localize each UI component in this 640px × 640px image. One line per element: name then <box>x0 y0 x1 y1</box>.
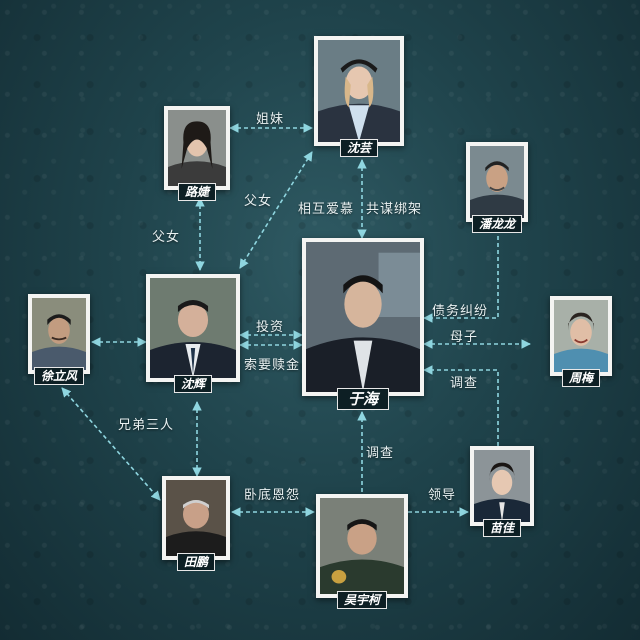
name-tag-yu-hai: 于海 <box>336 388 390 410</box>
card-pan-longlong[interactable]: 潘龙龙 <box>466 142 528 233</box>
label-sisters: 姐妹 <box>256 112 285 127</box>
portrait-lu-jie <box>168 110 226 186</box>
card-lu-jie[interactable]: 路婕 <box>164 106 230 201</box>
name-tag-lu-jie: 路婕 <box>177 183 217 201</box>
line-shenyun-shenhui <box>239 151 313 269</box>
card-tian-peng[interactable]: 田鹏 <box>162 476 230 571</box>
label-ransom: 索要赎金 <box>244 358 301 373</box>
label-debt-dispute: 债务纠纷 <box>432 304 489 319</box>
label-leader: 领导 <box>428 488 457 503</box>
name-tag-miao-jia: 苗佳 <box>482 519 522 537</box>
card-shen-yun[interactable]: 沈芸 <box>314 36 404 157</box>
label-father-daughter-right: 父女 <box>244 194 273 209</box>
label-mother-son: 母子 <box>450 330 479 345</box>
line-xulifeng-tianpeng <box>61 387 161 501</box>
line-panlonglong-yuhai <box>423 222 499 323</box>
name-tag-shen-yun: 沈芸 <box>339 139 379 157</box>
name-tag-shen-hui: 沈辉 <box>173 375 213 393</box>
card-wu-yuke[interactable]: 吴宇柯 <box>316 494 408 609</box>
portrait-shen-yun <box>318 40 400 142</box>
label-investigate-bottom: 调查 <box>366 446 395 461</box>
card-xu-lifeng[interactable]: 徐立风 <box>28 294 90 385</box>
label-invest: 投资 <box>256 320 285 335</box>
label-undercover-grudge: 卧底恩怨 <box>244 488 301 503</box>
name-tag-wu-yuke: 吴宇柯 <box>336 591 388 609</box>
portrait-shen-hui <box>150 278 236 378</box>
label-investigate-right: 调查 <box>450 376 479 391</box>
card-miao-jia[interactable]: 苗佳 <box>470 446 534 537</box>
label-three-brothers: 兄弟三人 <box>118 418 175 433</box>
card-shen-hui[interactable]: 沈辉 <box>146 274 240 393</box>
portrait-wu-yuke <box>320 498 404 594</box>
label-father-daughter-left: 父女 <box>152 230 181 245</box>
name-tag-xu-lifeng: 徐立风 <box>33 367 85 385</box>
name-tag-zhou-mei: 周梅 <box>561 369 601 387</box>
portrait-zhou-mei <box>554 300 608 372</box>
card-yu-hai[interactable]: 于海 <box>302 238 424 410</box>
portrait-miao-jia <box>474 450 530 522</box>
portrait-yu-hai <box>306 242 420 392</box>
portrait-xu-lifeng <box>32 298 86 370</box>
portrait-tian-peng <box>166 480 226 556</box>
name-tag-pan-longlong: 潘龙龙 <box>471 215 523 233</box>
portrait-pan-longlong <box>470 146 524 218</box>
label-conspire-kidnap: 共谋绑架 <box>366 202 423 217</box>
name-tag-tian-peng: 田鹏 <box>176 553 216 571</box>
card-zhou-mei[interactable]: 周梅 <box>550 296 612 387</box>
label-mutual-love: 相互爱慕 <box>298 202 355 217</box>
